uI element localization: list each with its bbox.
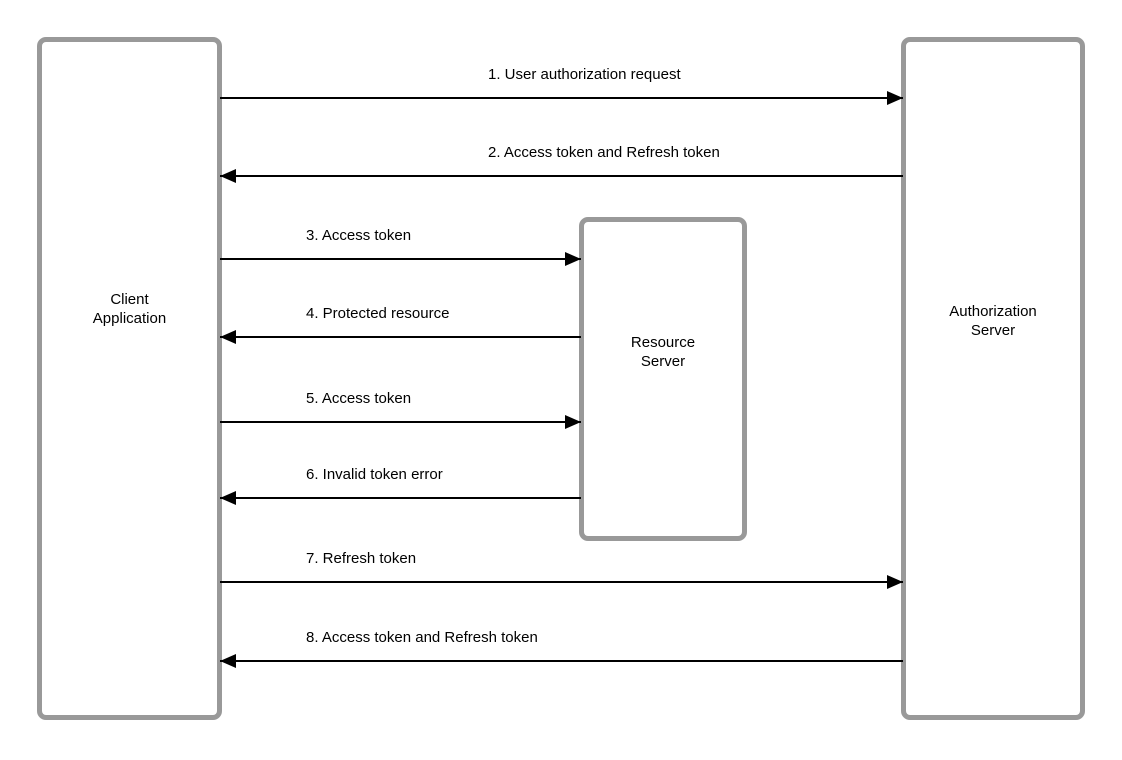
node-label-line: Resource xyxy=(630,334,696,351)
arrow-line xyxy=(220,660,903,662)
message-label-3: 3. Access token xyxy=(306,227,412,244)
message-label-8: 8. Access token and Refresh token xyxy=(306,629,538,646)
message-label-1: 1. User authorization request xyxy=(488,66,681,83)
arrow-line xyxy=(220,258,581,260)
node-label-line: Server xyxy=(640,353,686,370)
message-arrow-3: 3. Access token xyxy=(220,227,581,266)
arrowhead-right-icon xyxy=(565,252,581,266)
message-arrow-4: 4. Protected resource xyxy=(220,305,581,344)
arrowhead-left-icon xyxy=(220,330,236,344)
message-label-7: 7. Refresh token xyxy=(306,550,417,567)
node-label-line: Server xyxy=(970,322,1016,339)
message-arrow-1: 1. User authorization request xyxy=(220,66,903,105)
arrowhead-left-icon xyxy=(220,491,236,505)
resource-server-node: Resource Server xyxy=(579,217,747,541)
arrowhead-right-icon xyxy=(887,91,903,105)
arrowhead-right-icon xyxy=(565,415,581,429)
message-arrow-5: 5. Access token xyxy=(220,390,581,429)
message-arrow-8: 8. Access token and Refresh token xyxy=(220,629,903,668)
message-label-5: 5. Access token xyxy=(306,390,412,407)
client-application-node: Client Application xyxy=(37,37,222,720)
arrowhead-left-icon xyxy=(220,169,236,183)
authorization-server-label: Authorization Server xyxy=(906,302,1080,340)
node-label-line: Authorization xyxy=(949,303,1037,320)
client-application-label: Client Application xyxy=(42,290,217,328)
message-arrow-2: 2. Access token and Refresh token xyxy=(220,144,903,183)
message-label-2: 2. Access token and Refresh token xyxy=(488,144,720,161)
arrow-line xyxy=(220,97,903,99)
message-label-6: 6. Invalid token error xyxy=(306,466,443,483)
message-arrow-6: 6. Invalid token error xyxy=(220,466,581,505)
node-label-line: Client xyxy=(110,291,149,308)
arrow-line xyxy=(220,336,581,338)
arrow-line xyxy=(220,421,581,423)
arrowhead-left-icon xyxy=(220,654,236,668)
message-arrow-7: 7. Refresh token xyxy=(220,550,903,589)
authorization-server-node: Authorization Server xyxy=(901,37,1085,720)
message-label-4: 4. Protected resource xyxy=(306,305,450,322)
resource-server-label: Resource Server xyxy=(584,333,742,371)
node-label-line: Application xyxy=(92,310,167,327)
arrow-line xyxy=(220,175,903,177)
arrow-line xyxy=(220,581,903,583)
arrow-line xyxy=(220,497,581,499)
arrowhead-right-icon xyxy=(887,575,903,589)
